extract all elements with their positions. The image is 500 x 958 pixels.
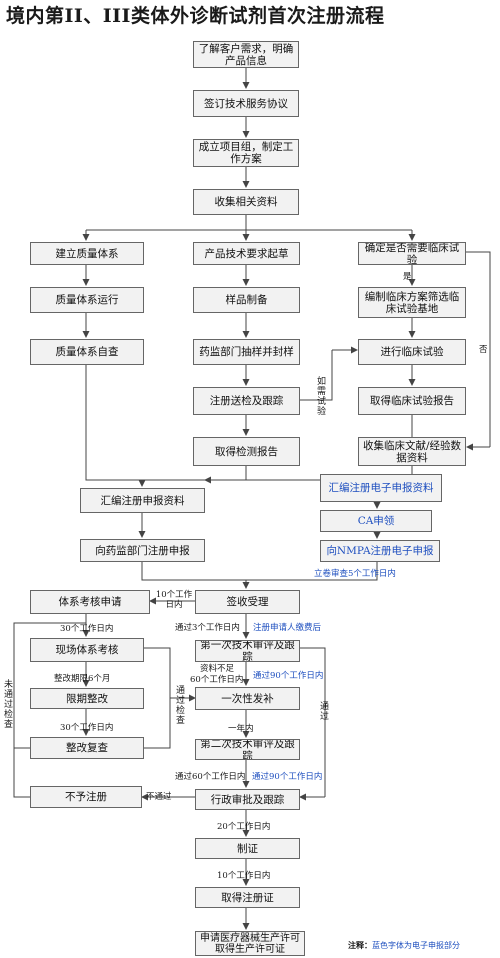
twenty-days-label: 20个工作日内 xyxy=(217,822,271,832)
establish-project-box: 成立项目组，制定工作方案 xyxy=(193,139,299,167)
quality-system-box: 建立质量体系 xyxy=(30,242,144,265)
connector xyxy=(300,647,326,797)
collect-materials-box: 收集相关资料 xyxy=(193,189,299,215)
recheck-box: 整改复查 xyxy=(30,737,144,759)
ten-days-2-label: 10个工作日内 xyxy=(217,871,271,881)
onsite-review-box: 现场体系考核 xyxy=(30,638,144,662)
apply-fda-box: 向药监部门注册申报 xyxy=(80,539,205,562)
collect-clinical-box: 收集临床文献/经验数据资料 xyxy=(358,437,466,466)
clinical-plan-box: 编制临床方案筛选临床试验基地 xyxy=(358,287,466,318)
nmpa-submit-box: 向NMPA注册电子申报 xyxy=(320,540,440,562)
production-license-box: 申请医疗器械生产许可取得生产许可证 xyxy=(195,931,305,956)
compile-materials-box: 汇编注册申报资料 xyxy=(80,488,205,513)
thirty-days-1-label: 30个工作日内 xyxy=(60,624,114,634)
page-title: 境内第II、III类体外诊断试剂首次注册流程 xyxy=(6,5,385,27)
not-registered-box: 不予注册 xyxy=(30,786,142,808)
footnote-prefix: 注释： xyxy=(348,940,372,950)
within-3-days-label: 通过3个工作日内 xyxy=(175,623,240,633)
sixty-days-1-label: 60个工作日内 xyxy=(190,675,244,685)
sample-prep-box: 样品制备 xyxy=(193,287,300,313)
rectify-6m-label: 整改期限6个月 xyxy=(54,674,111,684)
rectify-box: 限期整改 xyxy=(30,688,144,709)
connector xyxy=(300,350,333,401)
yes-label: 是 xyxy=(403,272,412,282)
pass-60-label: 通过60个工作日内 xyxy=(175,772,246,782)
test-report-box: 取得检测报告 xyxy=(193,437,300,466)
submit-test-box: 注册送检及跟踪 xyxy=(193,387,300,415)
get-certificate-box: 取得注册证 xyxy=(195,887,300,908)
compile-electronic-box: 汇编注册电子申报资料 xyxy=(320,474,442,502)
connector xyxy=(141,562,246,581)
fail-check-label: 未通过检查 xyxy=(3,680,13,730)
one-year-label: 一年内 xyxy=(228,724,254,734)
if-test-label: 如需试验 xyxy=(316,377,326,417)
connector xyxy=(142,466,247,481)
thirty-days-2-label: 30个工作日内 xyxy=(60,723,114,733)
certificate-box: 制证 xyxy=(195,838,300,859)
pass-check-label: 通过检查 xyxy=(175,686,185,726)
pay-fee-label: 注册申请人缴费后 xyxy=(253,623,322,633)
connector xyxy=(144,647,171,749)
pass-90-1-label: 通过90个工作日内 xyxy=(253,671,324,681)
first-review-box: 第一次技术审评及跟踪 xyxy=(195,640,300,662)
connector xyxy=(13,614,87,798)
clinical-report-box: 取得临床试验报告 xyxy=(358,387,466,415)
accept-box: 签收受理 xyxy=(195,590,300,614)
second-review-box: 第二次技术审评及跟踪 xyxy=(195,739,300,760)
not-pass-label: 不通过 xyxy=(146,792,172,802)
pass-90-2-label: 通过90个工作日内 xyxy=(252,772,323,782)
system-review-box: 体系考核申请 xyxy=(30,590,150,614)
footnote-text: 蓝色字体为电子申报部分 xyxy=(372,941,460,950)
no-label: 否 xyxy=(479,345,488,355)
qs-operation-box: 质量体系运行 xyxy=(30,287,144,313)
connector xyxy=(246,562,378,581)
sampling-seal-box: 药监部门抽样并封样 xyxy=(193,339,300,365)
pass-right-label: 通过 xyxy=(319,702,329,722)
admin-approval-box: 行政审批及跟踪 xyxy=(195,789,300,810)
qs-self-check-box: 质量体系自查 xyxy=(30,339,144,365)
connector xyxy=(85,365,142,481)
clinical-needed-box: 确定是否需要临床试验 xyxy=(358,242,466,265)
insufficient-label: 资料不足 xyxy=(200,664,235,674)
accept-days-label: 立卷审查5个工作日内 xyxy=(314,569,396,579)
connector xyxy=(466,251,491,447)
ten-days-label: 10个工作日内 xyxy=(155,590,193,610)
connector xyxy=(86,215,412,231)
footnote: 注释：蓝色字体为电子申报部分 xyxy=(348,940,460,951)
ca-apply-box: CA申领 xyxy=(320,510,432,532)
supplement-box: 一次性发补 xyxy=(195,687,300,710)
tech-requirements-box: 产品技术要求起草 xyxy=(193,242,300,265)
understand-client-box: 了解客户需求，明确产品信息 xyxy=(193,41,299,68)
clinical-trial-box: 进行临床试验 xyxy=(358,339,466,365)
sign-agreement-box: 签订技术服务协议 xyxy=(193,90,299,117)
